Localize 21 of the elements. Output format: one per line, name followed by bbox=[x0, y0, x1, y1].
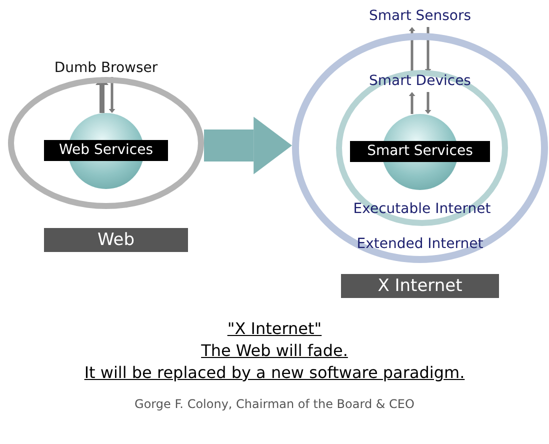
node-label: Smart Devices bbox=[355, 73, 485, 92]
title-bar: Web bbox=[44, 228, 188, 252]
service-label: Web Services bbox=[44, 140, 168, 161]
arrow bbox=[408, 27, 416, 73]
ring-label: Extended Internet bbox=[356, 236, 484, 252]
quote-line: The Web will fade. bbox=[200, 341, 349, 360]
title-bar: X Internet bbox=[341, 274, 499, 298]
quote-line: "X Internet" bbox=[226, 319, 323, 338]
credit-note: Gorge F. Colony, Chairman of the Board & CEO bbox=[134, 398, 416, 411]
arrow bbox=[408, 92, 416, 114]
node-label: Dumb Browser bbox=[46, 60, 166, 77]
ring-boundary bbox=[292, 33, 548, 263]
node-label: Smart Sensors bbox=[350, 8, 490, 27]
service-label: Smart Services bbox=[350, 141, 490, 162]
ring-boundary bbox=[336, 70, 508, 226]
arrow bbox=[424, 27, 432, 73]
arrow bbox=[424, 92, 432, 114]
ring-drawing bbox=[8, 77, 204, 209]
quote-line: It will be replaced by a new software paradigm. bbox=[83, 363, 466, 382]
transition-arrow bbox=[204, 116, 292, 174]
ring-label: Executable Internet bbox=[352, 201, 492, 217]
